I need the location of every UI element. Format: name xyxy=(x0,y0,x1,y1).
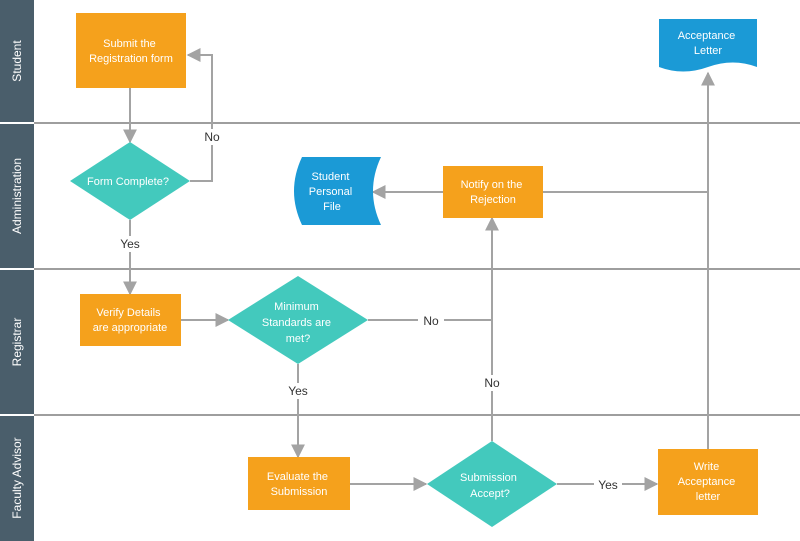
node-label-line: Evaluate the xyxy=(267,471,328,483)
edge-label-bg xyxy=(200,129,224,145)
edge-labels: No Yes No Yes No Yes xyxy=(116,129,622,493)
node-label-line: Minimum xyxy=(274,301,319,313)
edge-label-bg xyxy=(116,236,144,252)
node-label-line: Write xyxy=(694,461,719,473)
node-label-submit: Submit the Registration form xyxy=(89,38,173,65)
node-label-line: Student xyxy=(312,171,350,183)
node-label-notify: Notify on the Rejection xyxy=(461,179,526,206)
document-shape xyxy=(659,19,757,72)
node-label-student-file: Student Personal File xyxy=(309,171,355,213)
stored-data-shape xyxy=(294,157,381,225)
node-label-line: Standards are xyxy=(262,317,331,329)
node-label-evaluate: Evaluate the Submission xyxy=(267,471,331,498)
process-shape xyxy=(443,166,543,218)
node-notify-rejection[interactable]: Notify on the Rejection xyxy=(443,166,543,218)
node-submit-registration[interactable]: Submit the Registration form xyxy=(76,13,186,88)
node-label-line: Rejection xyxy=(470,194,516,206)
node-label-line: Accept? xyxy=(470,488,510,500)
node-label-line: Submission xyxy=(271,486,328,498)
edge-label-accept-yes: Yes xyxy=(598,478,618,492)
node-acceptance-letter[interactable]: Acceptance Letter xyxy=(659,19,757,72)
edge-label-bg xyxy=(418,313,444,329)
node-label-acceptance-letter: Acceptance Letter xyxy=(678,30,739,57)
process-shape xyxy=(248,457,350,510)
node-label-line: Acceptance xyxy=(678,476,735,488)
node-label-line: Registration form xyxy=(89,53,173,65)
node-submission-accept[interactable]: Submission Accept? xyxy=(427,441,557,527)
node-label-write-letter: Write Acceptance letter xyxy=(678,461,739,503)
edge-label-accept-no: No xyxy=(484,376,500,390)
node-label-line: Notify on the xyxy=(461,179,523,191)
edge-label-form-no: No xyxy=(204,130,220,144)
decision-shape xyxy=(228,276,368,364)
node-label-line: Verify Details xyxy=(96,307,161,319)
node-label-line: File xyxy=(323,201,341,213)
connector-form-complete-no-loop xyxy=(186,48,213,182)
node-label-accept: Submission Accept? xyxy=(460,472,520,500)
process-shape xyxy=(658,449,758,515)
process-shape xyxy=(80,294,181,346)
edge-label-bg xyxy=(594,477,622,493)
node-label-line: are appropriate xyxy=(93,322,168,334)
edge-label-bg xyxy=(284,383,312,399)
node-label-verify: Verify Details are appropriate xyxy=(93,307,168,334)
node-form-complete[interactable]: Form Complete? xyxy=(70,142,190,220)
decision-shape xyxy=(70,142,190,220)
node-label-standards: Minimum Standards are met? xyxy=(262,301,334,345)
node-student-personal-file[interactable]: Student Personal File xyxy=(294,157,381,225)
node-label-line: Acceptance xyxy=(678,30,735,42)
edge-label-bg xyxy=(480,375,504,391)
node-minimum-standards[interactable]: Minimum Standards are met? xyxy=(228,276,368,364)
node-label-line: Form Complete? xyxy=(87,176,169,188)
node-label-form-complete: Form Complete? xyxy=(87,176,169,188)
node-label-line: Submit the xyxy=(103,38,156,50)
lane-rail xyxy=(0,0,34,541)
process-shape xyxy=(76,13,186,88)
node-label-line: letter xyxy=(696,491,721,503)
lane-label-student: Student xyxy=(10,40,24,82)
node-write-acceptance-letter[interactable]: Write Acceptance letter xyxy=(658,449,758,515)
node-label-line: Submission xyxy=(460,472,517,484)
node-label-line: met? xyxy=(286,333,310,345)
edge-label-standards-no: No xyxy=(423,314,439,328)
node-verify-details[interactable]: Verify Details are appropriate xyxy=(80,294,181,346)
lane-label-administration: Administration xyxy=(10,158,24,234)
lane-label-faculty-advisor: Faculty Advisor xyxy=(10,437,24,518)
lane-label-registrar: Registrar xyxy=(10,318,24,367)
edge-label-standards-yes: Yes xyxy=(288,384,308,398)
node-evaluate-submission[interactable]: Evaluate the Submission xyxy=(248,457,350,510)
node-label-line: Personal xyxy=(309,186,352,198)
decision-shape xyxy=(427,441,557,527)
edge-label-form-yes: Yes xyxy=(120,237,140,251)
node-label-line: Letter xyxy=(694,45,722,57)
